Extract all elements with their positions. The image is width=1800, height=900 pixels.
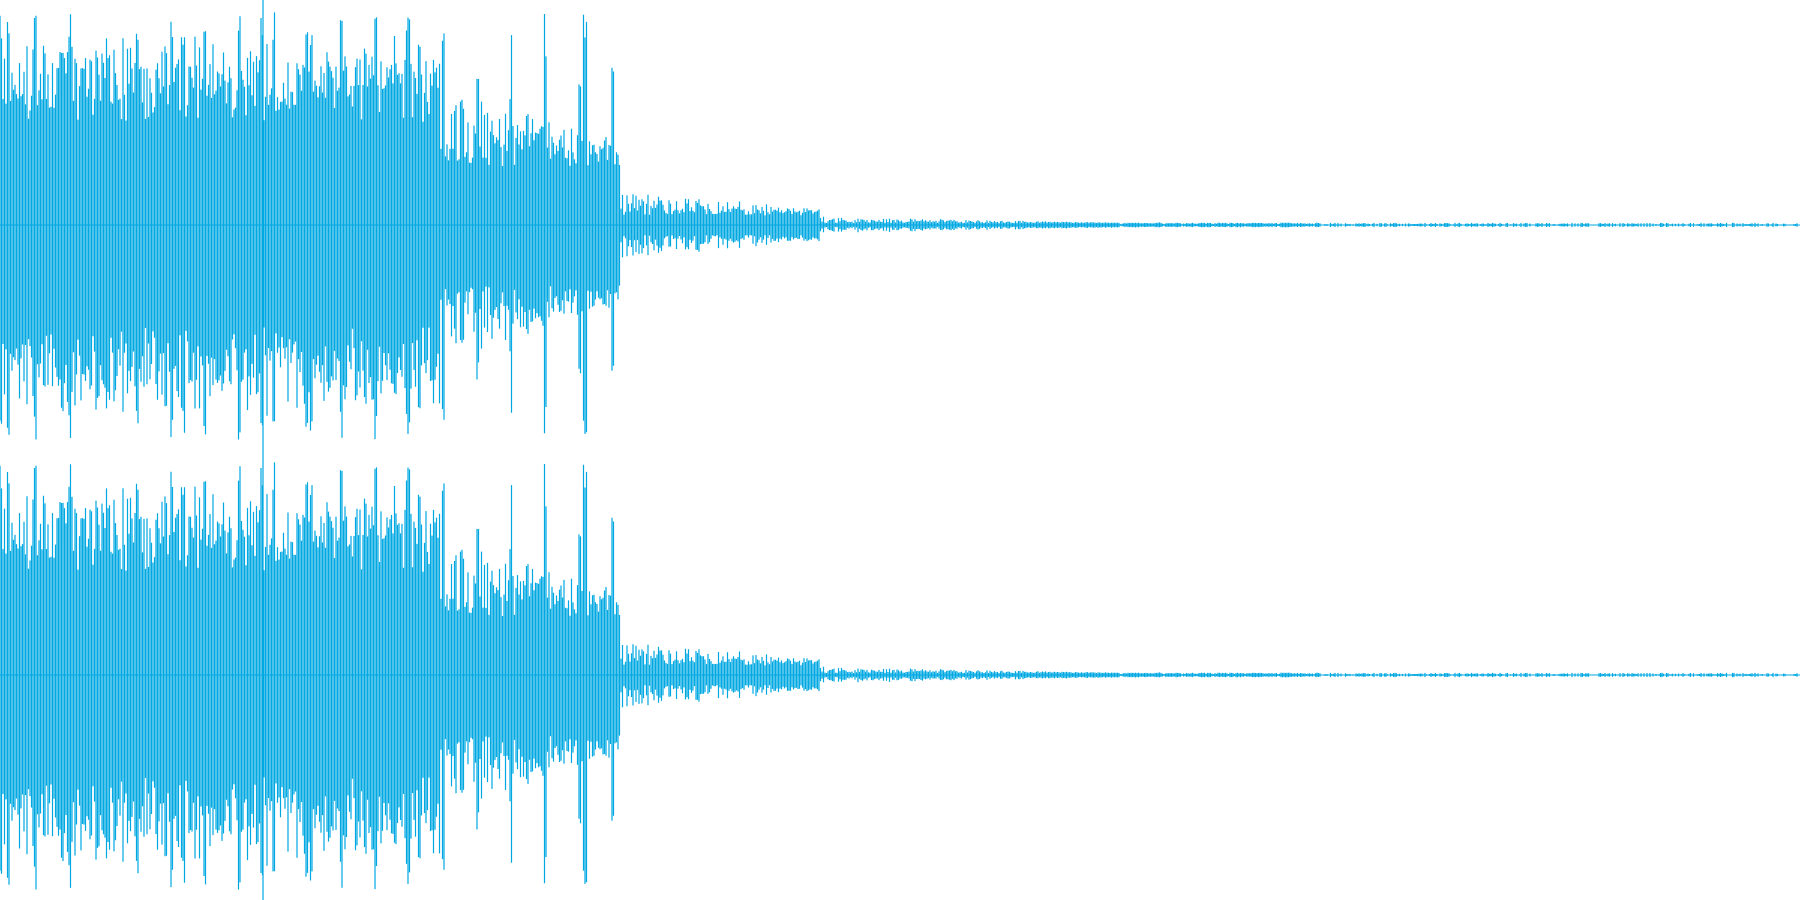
- waveform-samples: [0, 12, 1800, 440]
- waveform-samples: [0, 462, 1800, 890]
- waveform-channel-1: [0, 12, 1800, 440]
- waveform-channel-2: [0, 462, 1800, 890]
